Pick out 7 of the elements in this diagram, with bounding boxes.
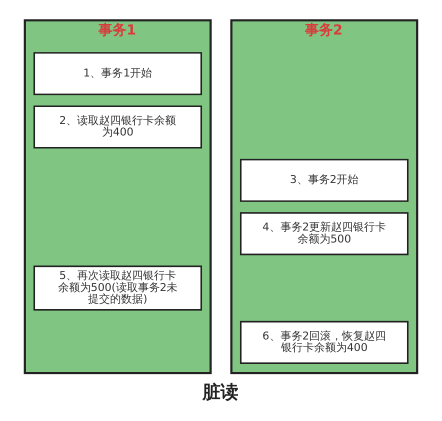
node-box: 6、事务2回滚，恢复赵四银行卡余额为400 — [240, 320, 409, 364]
node-box: 3、事务2开始 — [240, 158, 409, 202]
node-box: 2、读取赵四银行卡余额为400 — [33, 105, 202, 149]
node-box: 1、事务1开始 — [33, 52, 202, 96]
node-box: 5、再次读取赵四银行卡余额为500(读取事务2未提交的数据) — [33, 266, 202, 311]
node-box: 4、事务2更新赵四银行卡余额为500 — [240, 212, 409, 256]
diagram-title: 脏读 — [202, 382, 239, 404]
